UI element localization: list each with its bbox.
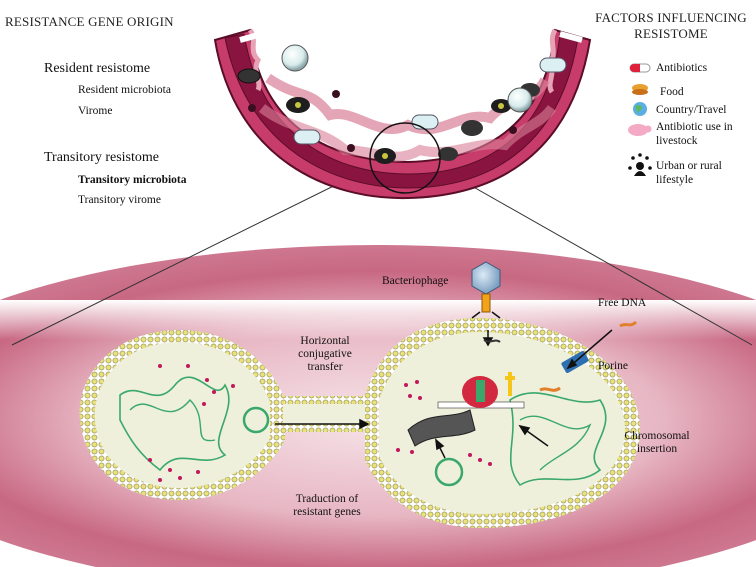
- globe-icon: [633, 102, 647, 116]
- resident-item: Virome: [78, 105, 113, 117]
- burger-icon: [632, 84, 648, 95]
- resistance-origin-heading: RESISTANCE GENE ORIGIN: [5, 14, 174, 29]
- capsule-icon: [629, 63, 651, 73]
- factor-label: Food: [660, 86, 684, 98]
- recipient-bacterium: [365, 318, 640, 528]
- free-dna-icon: [619, 320, 638, 328]
- factor-label: livestock: [656, 135, 698, 147]
- transitory-item: Transitory virome: [78, 194, 161, 206]
- dna-fragment-icon: [539, 386, 561, 392]
- factors-heading-line2: RESISTOME: [634, 26, 708, 41]
- factors-heading-line1: FACTORS INFLUENCING: [595, 10, 747, 25]
- traduction-label: Traduction of resistant genes: [293, 493, 361, 518]
- bacteriophage-icon: [471, 261, 501, 343]
- zoom-circle: [369, 122, 441, 194]
- transitory-item: Transitory microbiota: [78, 174, 187, 186]
- people-icon: [628, 153, 652, 176]
- legend-icons: [628, 63, 652, 176]
- pig-icon: [628, 124, 652, 136]
- factor-label: Antibiotic use in: [656, 121, 733, 133]
- factor-label: Antibiotics: [656, 62, 708, 74]
- zoom-lines: [11, 167, 753, 346]
- resident-item: Resident microbiota: [78, 84, 171, 96]
- conjugative-transfer-label: Horizontal conjugative transfer: [298, 335, 352, 373]
- gut-illustration: [213, 28, 592, 200]
- resident-resistome-title: Resident resistome: [44, 61, 151, 76]
- factor-label: lifestyle: [656, 174, 694, 186]
- bacteriophage-label: Bacteriophage: [382, 275, 449, 287]
- free-dna-label: Free DNA: [598, 297, 647, 309]
- conjugation-bridge: [283, 396, 368, 432]
- transitory-resistome-title: Transitory resistome: [44, 150, 159, 165]
- porine-label: Porine: [598, 360, 629, 372]
- factor-label: Country/Travel: [656, 104, 727, 116]
- donor-bacterium: [79, 330, 285, 500]
- chromosomal-insertion-label: Chromosomal insertion: [624, 430, 690, 455]
- factor-label: Urban or rural: [656, 160, 722, 172]
